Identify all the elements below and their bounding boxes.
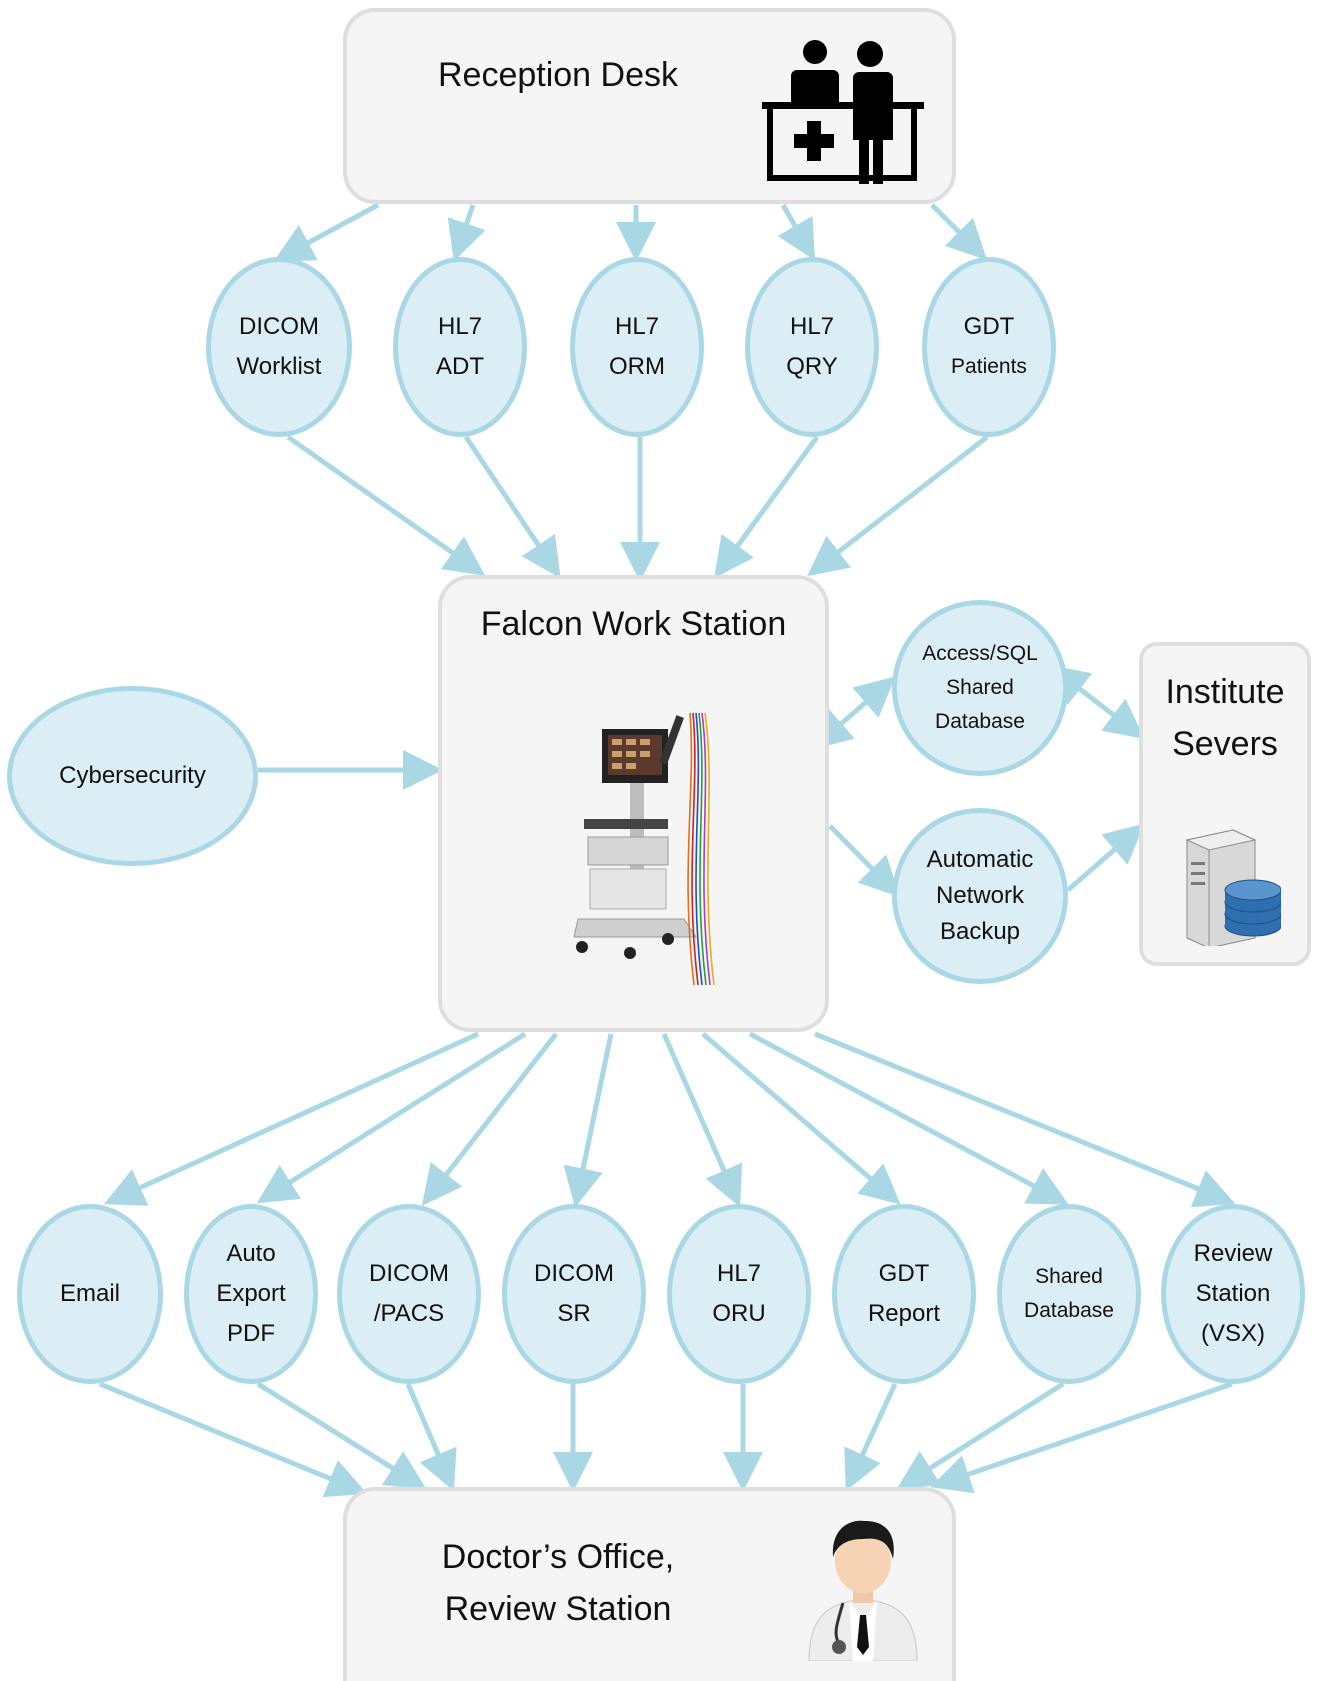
arrow-backup-to-institute [1066, 823, 1145, 892]
arrow-hl7-adt-to-workstation [463, 435, 561, 579]
node-cybersecurity: Cybersecurity [7, 686, 258, 866]
arrow-gdt-patients-to-workstation [807, 435, 989, 577]
institute-servers-box: Institute Severs [1139, 642, 1311, 966]
arrow-email-to-doctor [99, 1381, 368, 1498]
arrow-reception-to-hl7-adt [447, 204, 486, 262]
falcon-work-station-title: Falcon Work Station [480, 605, 787, 643]
falcon-work-station-box: Falcon Work Station [438, 575, 829, 1032]
server-database-icon [1185, 829, 1281, 946]
node-dicom-pacs: DICOM/PACS [337, 1204, 481, 1384]
arrow-gdt-report-to-doctor [844, 1382, 898, 1492]
arrow-workstation-to-email [103, 1031, 480, 1206]
arrow-auto-export-pdf-to-doctor [256, 1381, 427, 1490]
arrow-review-station-to-doctor [930, 1381, 1233, 1494]
institute-servers-title: Institute Severs [1165, 673, 1285, 763]
arrow-reception-to-gdt-patients [930, 203, 988, 261]
arrow-workstation-to-dicom-pacs [421, 1032, 558, 1206]
arrow-hl7-qry-to-workstation [714, 435, 820, 579]
reception-desk-title: Reception Desk [437, 56, 678, 94]
arrow-workstation-to-dicom-sr [563, 1033, 614, 1208]
arrow-reception-to-dicom-worklist [273, 202, 380, 262]
reception-desk-icon [762, 40, 924, 184]
ecg-cart-icon [573, 712, 715, 986]
arrow-workstation-to-gdt-report [701, 1032, 901, 1205]
arrow-workstation-to-hl7-oru [661, 1032, 743, 1208]
arrow-workstation-to-review-station [814, 1031, 1236, 1208]
doctors-office-box: Doctor’s Office, Review Station [343, 1487, 956, 1681]
arrow-workstation-to-backup [828, 824, 901, 898]
doctors-office-title: Doctor’s Office, Review Station [441, 1538, 675, 1628]
reception-desk-box: Reception Desk [343, 8, 956, 204]
arrow-dicom-worklist-to-workstation [286, 434, 486, 576]
node-email: Email [17, 1204, 163, 1384]
arrow-workstation-to-auto-export-pdf [256, 1031, 527, 1204]
arrow-workstation-database [811, 676, 896, 750]
arrow-reception-to-hl7-qry [777, 203, 815, 261]
arrow-workstation-to-shared-database [748, 1031, 1069, 1205]
arrow-database-institute [1048, 664, 1145, 740]
doctor-icon [808, 1520, 918, 1661]
arrow-dicom-pacs-to-doctor [405, 1383, 457, 1492]
